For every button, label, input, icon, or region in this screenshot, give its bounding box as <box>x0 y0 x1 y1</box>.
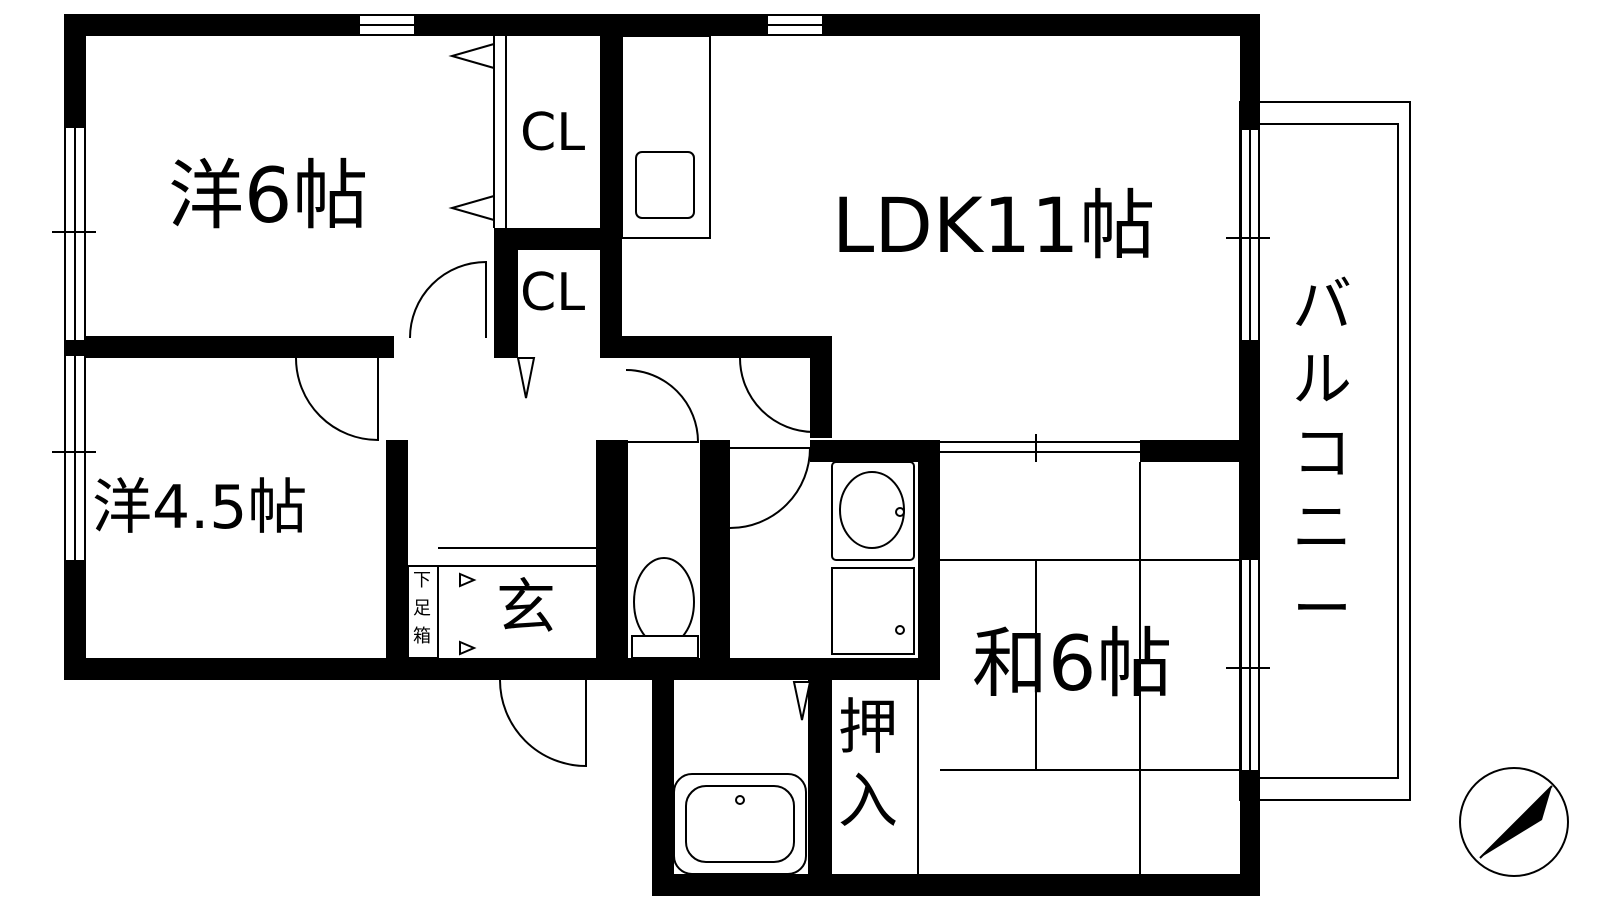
north-arrow-icon <box>1459 767 1569 877</box>
fixtures <box>52 35 1270 875</box>
shoe-box-label-1: 下 <box>413 570 431 591</box>
oshiire-label-2: 入 <box>838 767 898 837</box>
room-label-japanese-6: 和6帖 <box>972 619 1172 708</box>
shoe-box-label-2: 足 <box>413 598 431 619</box>
balcony-label-1: バ <box>1292 271 1352 341</box>
room-label-western-4-5: 洋4.5帖 <box>92 473 307 543</box>
room-label-ldk: LDK11帖 <box>832 181 1155 270</box>
balcony-label-3: コ <box>1292 419 1352 489</box>
oshiire-label-1: 押 <box>838 693 898 763</box>
balcony-label-5: ー <box>1292 575 1352 645</box>
room-label-western-6: 洋6帖 <box>168 151 368 240</box>
closet-label-lower: CL <box>520 263 585 323</box>
balcony-label-2: ル <box>1292 345 1352 415</box>
shoe-box-label-3: 箱 <box>413 626 431 647</box>
entrance-label: 玄 <box>496 573 556 643</box>
closet-label-upper: CL <box>520 103 585 163</box>
balcony-label-4: ニ <box>1292 493 1352 563</box>
walls <box>64 14 1260 896</box>
